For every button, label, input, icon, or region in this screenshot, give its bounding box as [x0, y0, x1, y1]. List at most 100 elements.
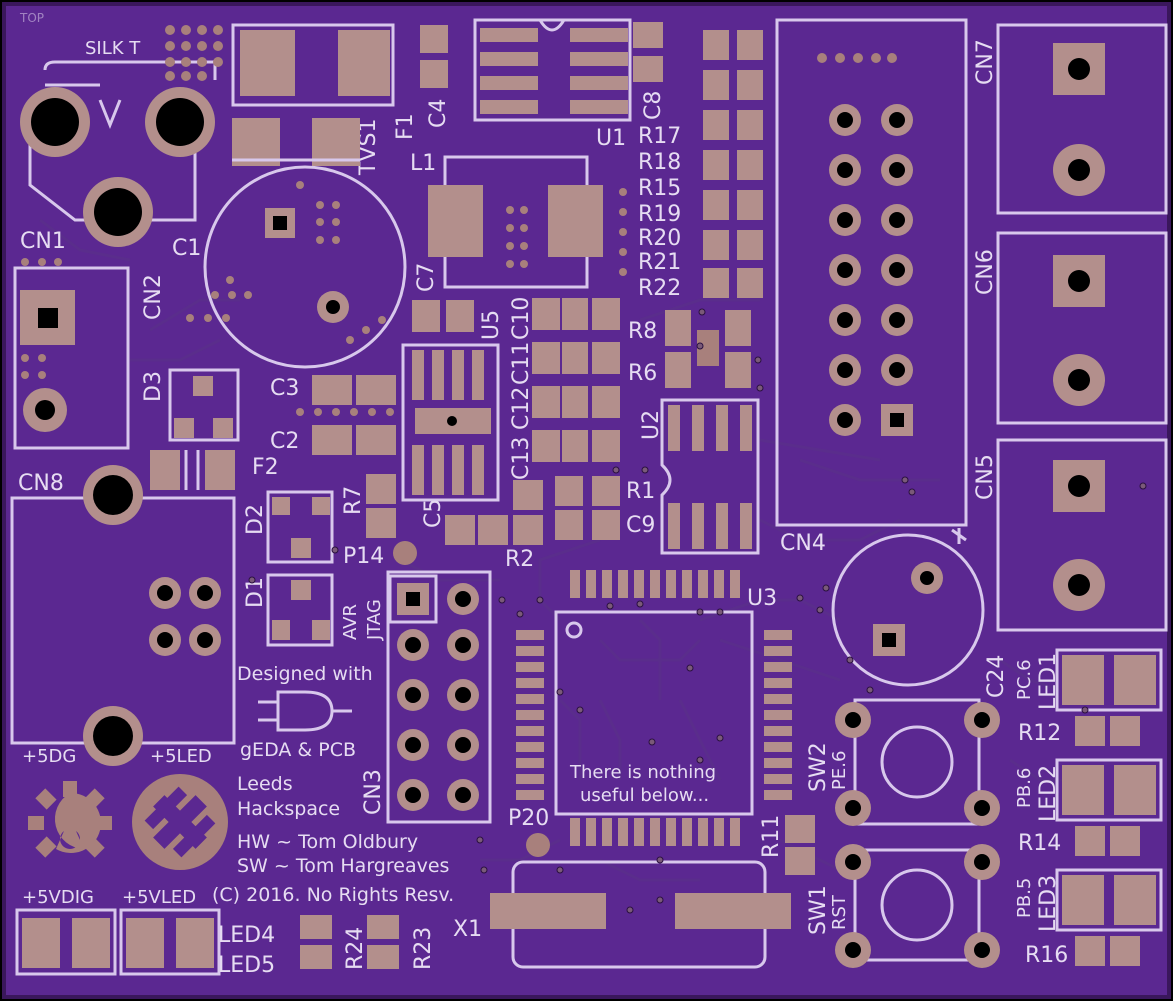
- ref-l1: L1: [410, 151, 436, 176]
- ref-r15: R15: [638, 176, 681, 201]
- label-pc6: PC.6: [1014, 659, 1035, 700]
- ref-c11: C11: [509, 342, 534, 385]
- ref-r11: R11: [759, 815, 784, 858]
- ref-p14: P14: [343, 544, 384, 569]
- x1-crystal: X1: [453, 860, 791, 969]
- cn4: CN4: [775, 18, 968, 556]
- ref-f2: F2: [252, 455, 279, 480]
- power-jack-cn2: SILK T TOP: [19, 11, 217, 247]
- label-5led: +5LED: [150, 746, 212, 767]
- ref-r6: R6: [628, 361, 657, 386]
- label-geda: gEDA & PCB: [240, 739, 356, 761]
- ref-c24: C24: [984, 655, 1009, 698]
- c4: C4: [420, 25, 451, 128]
- label-hw: HW ~ Tom Oldbury: [237, 831, 418, 853]
- led2: LED2 PB.6 R14: [1014, 758, 1163, 856]
- ref-led2: LED2: [1036, 765, 1061, 822]
- u1: U1: [473, 18, 632, 151]
- ref-r19: R19: [638, 202, 681, 227]
- ref-r17: R17: [638, 124, 681, 149]
- ref-d1: D1: [243, 577, 268, 608]
- label-pb5: PB.5: [1014, 878, 1035, 918]
- label-jtag: JTAG: [364, 599, 385, 641]
- u3-mcu: U3 There is nothing useful below...: [516, 570, 792, 846]
- corner-label: TOP: [19, 11, 44, 25]
- label-sw: SW ~ Tom Hargreaves: [237, 855, 449, 877]
- misc-passives: R1 C9 R2 R7: [341, 474, 655, 572]
- ref-sw1: SW1: [806, 885, 831, 935]
- ref-tvs1: TVS1: [356, 119, 381, 176]
- f1: F1: [232, 113, 418, 166]
- ref-r21: R21: [638, 250, 681, 275]
- ref-led3: LED3: [1036, 875, 1061, 932]
- ref-sw2: SW2: [806, 742, 831, 792]
- ref-cn6: CN6: [973, 249, 998, 295]
- resistor-bank: R17 R18 R15 R19 R20 R21 R22: [638, 30, 763, 301]
- ref-c8: C8: [641, 91, 666, 120]
- cn6: CN6: [973, 231, 1168, 425]
- ref-u5: U5: [479, 310, 504, 340]
- c7: C7: [412, 263, 474, 332]
- r24-r23: R24 R23: [300, 915, 436, 970]
- ref-r1: R1: [626, 479, 655, 504]
- via-scatter: [248, 308, 1147, 914]
- ref-cn7: CN7: [973, 39, 998, 85]
- ref-c2: C2: [270, 429, 299, 454]
- hackspace-logo-icon: [132, 774, 228, 870]
- ref-cn3: CN3: [361, 769, 386, 815]
- l1: L1: [410, 151, 627, 289]
- c3-c2: C3 C2: [270, 316, 396, 455]
- cn8: CN8 +5DG +5LED: [10, 465, 236, 767]
- ref-c9: C9: [626, 513, 655, 538]
- trace-layer: [39, 218, 1070, 882]
- via-grid-topleft: [165, 25, 223, 81]
- led1: LED1 PC.6 R12: [1014, 648, 1163, 746]
- p14: P14: [343, 541, 417, 569]
- ref-r16: R16: [1025, 943, 1068, 968]
- ref-r2: R2: [505, 547, 534, 572]
- ref-c13: C13: [509, 437, 534, 480]
- cn3-jtag: AVR JTAG CN3: [340, 570, 492, 824]
- ref-cn2: CN2: [141, 274, 166, 320]
- label-pb6: PB.6: [1014, 768, 1035, 808]
- ref-r8: R8: [628, 319, 657, 344]
- leds-4-5: +5VDIG +5VLED LED4 LED5: [15, 887, 275, 978]
- label-designed-with: Designed with: [237, 663, 373, 685]
- cn1: CN1 CN2: [13, 229, 166, 450]
- label-5vdig: +5VDIG: [22, 887, 94, 908]
- r8-r6: R8 R6: [628, 310, 751, 388]
- label-copyright: (C) 2016. No Rights Resv.: [212, 884, 454, 906]
- ref-r7: R7: [341, 486, 366, 515]
- d3: D3: [141, 368, 240, 442]
- ref-c12: C12: [509, 387, 534, 430]
- ref-c7: C7: [414, 263, 439, 292]
- label-5dg: +5DG: [22, 746, 76, 767]
- ref-r20: R20: [638, 226, 681, 251]
- ref-d2: D2: [243, 504, 268, 535]
- label-5vled: +5VLED: [122, 887, 196, 908]
- u2: U2: [639, 398, 760, 555]
- sw1-button: SW1 RST: [806, 844, 1000, 968]
- d2-d1: D2 D1: [243, 490, 334, 647]
- ref-x1: X1: [453, 917, 482, 942]
- ref-r14: R14: [1018, 831, 1061, 856]
- label-hackspace: Hackspace: [237, 798, 340, 820]
- ref-led1: LED1: [1036, 653, 1061, 710]
- ref-cn5: CN5: [973, 454, 998, 500]
- ref-c5: C5: [421, 499, 446, 528]
- sw2-button: SW2 PE.6: [806, 698, 1000, 826]
- label-nothing-1: There is nothing: [569, 762, 716, 783]
- label-avr: AVR: [340, 604, 361, 640]
- label-leeds: Leeds: [237, 773, 293, 795]
- ref-u3: U3: [747, 586, 777, 611]
- p20: P20: [508, 806, 550, 857]
- ref-cn1: CN1: [20, 229, 66, 254]
- u5: U5 C5: [401, 310, 504, 528]
- ref-cn8: CN8: [18, 471, 64, 496]
- label-nothing-2: useful below...: [580, 785, 709, 806]
- ref-c4: C4: [426, 99, 451, 128]
- cn5: CN5: [973, 438, 1168, 632]
- ref-r23: R23: [411, 927, 436, 970]
